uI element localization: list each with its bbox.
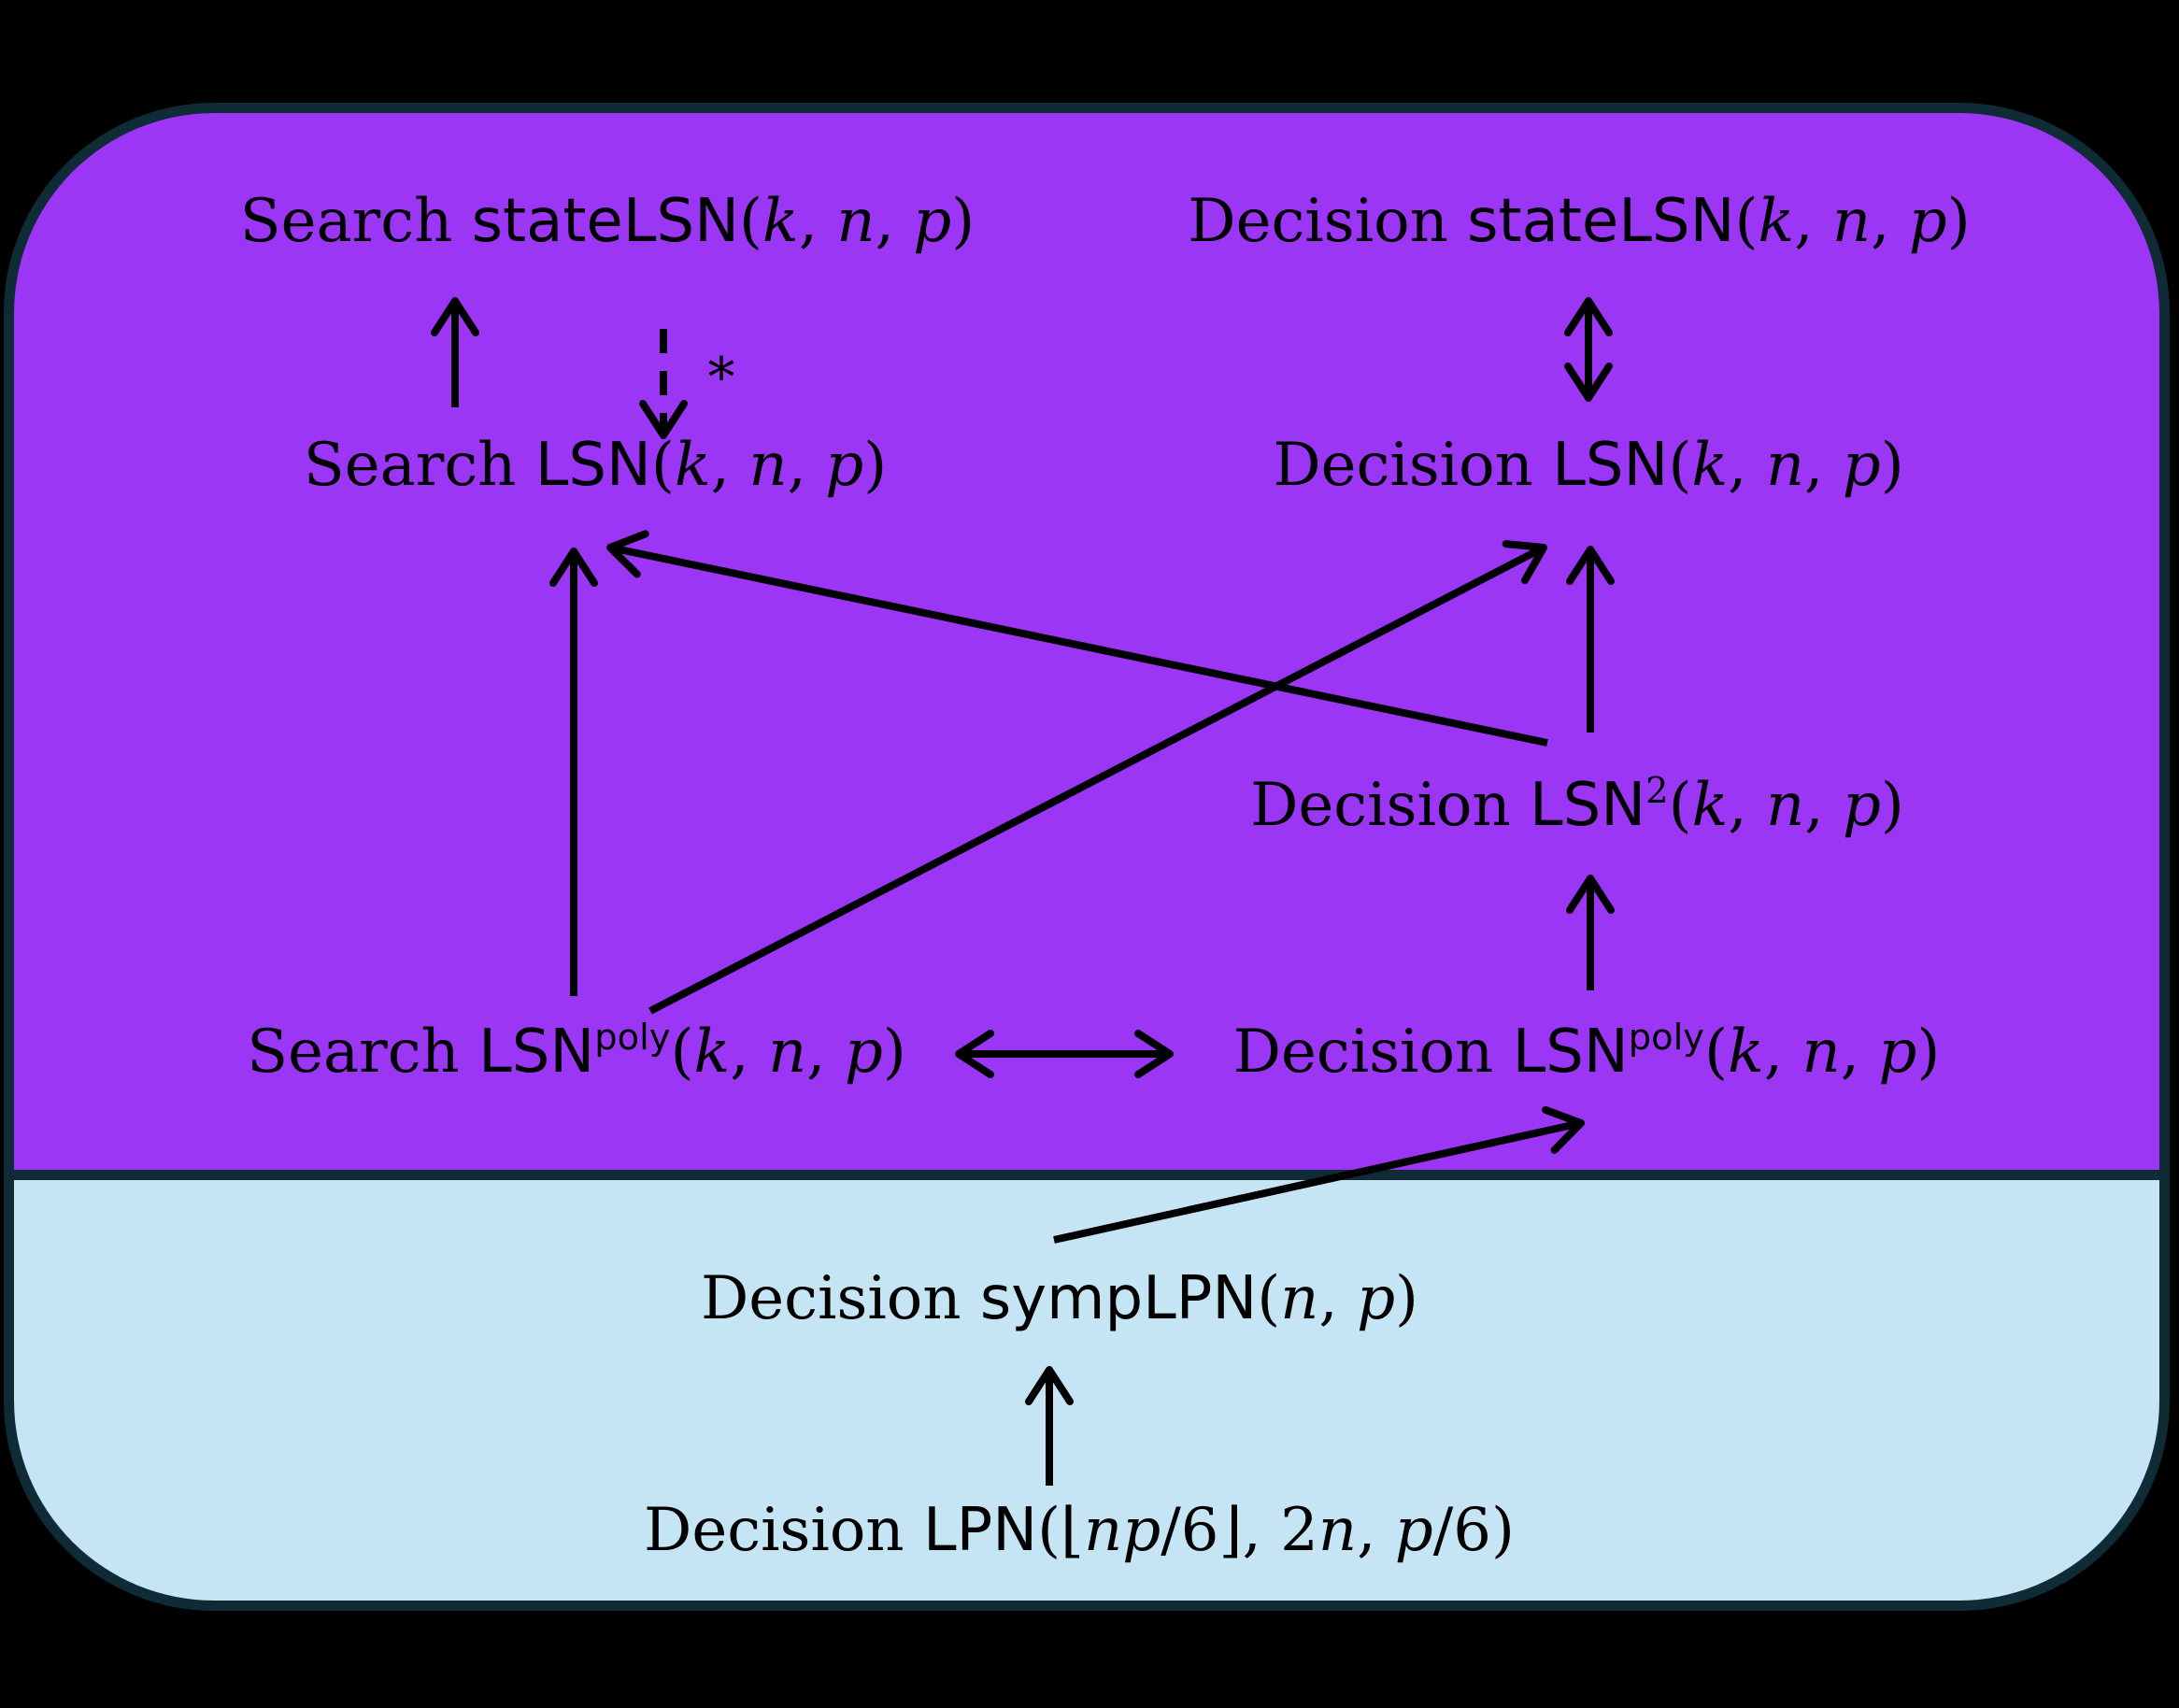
node-decision-symplpn: Decision sympLPN(n, p) [700, 1264, 1419, 1333]
node-decision-lsnpoly: Decision LSNpoly(k, n, p) [1232, 1017, 1941, 1087]
node-decision-statelsn: Decision stateLSN(k, n, p) [1188, 187, 1971, 256]
lower-blue-region [14, 1180, 2159, 1601]
node-search-lsn: Search LSN(k, n, p) [303, 431, 888, 500]
node-decision-lpn: Decision LPN(⌊np/6⌋, 2n, p/6) [644, 1496, 1515, 1565]
node-search-lsnpoly: Search LSNpoly(k, n, p) [247, 1017, 906, 1087]
node-decision-lsn2: Decision LSN2(k, n, p) [1250, 770, 1904, 840]
node-decision-lsn: Decision LSN(k, n, p) [1273, 431, 1904, 500]
node-search-statelsn: Search stateLSN(k, n, p) [239, 187, 976, 256]
dashed-edge-star-label: ∗ [703, 334, 740, 398]
